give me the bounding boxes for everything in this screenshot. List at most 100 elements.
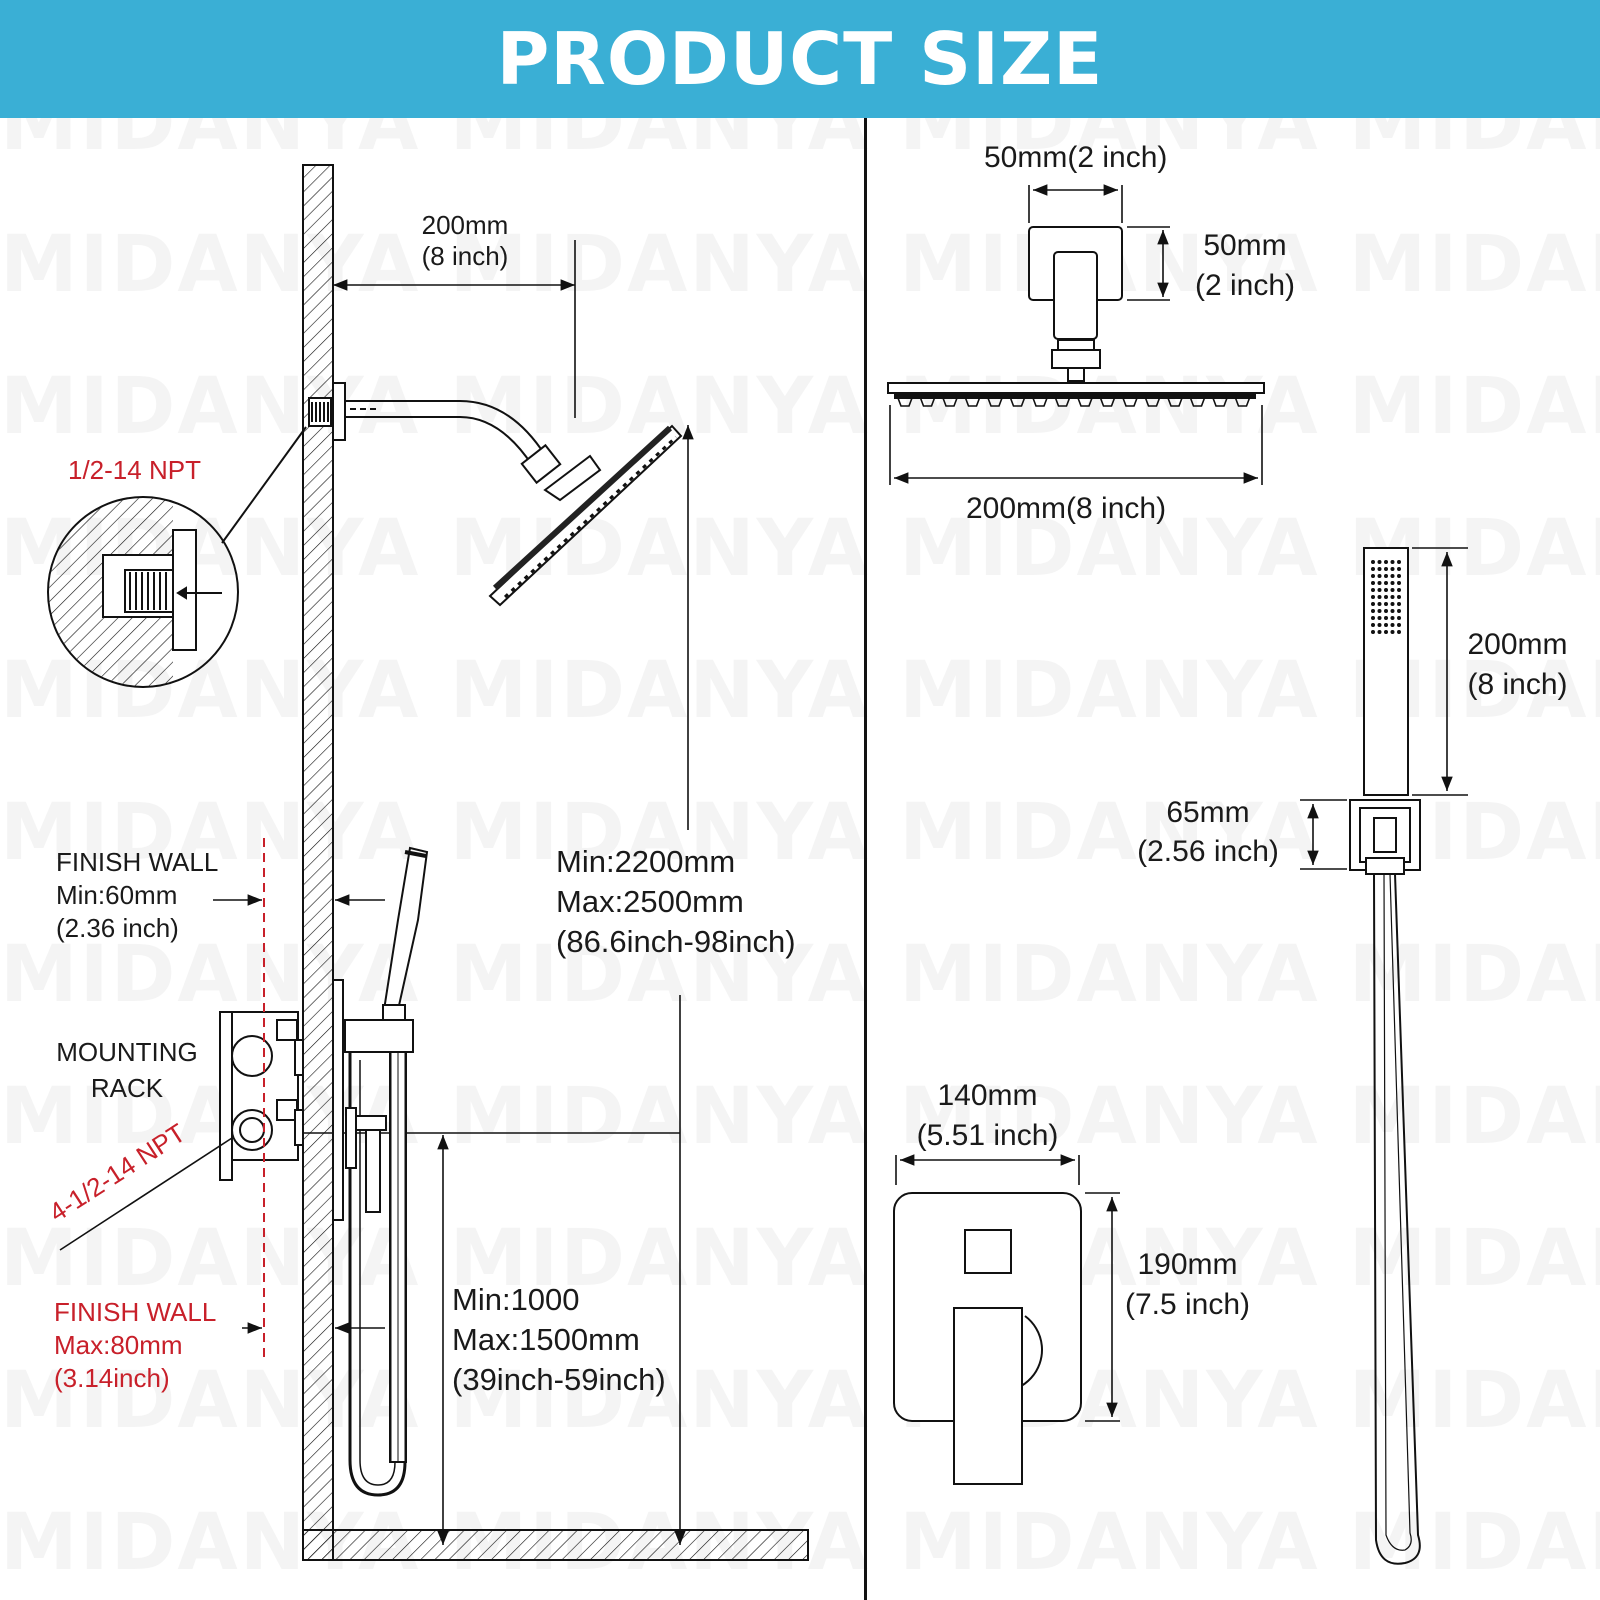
nozzle: [897, 397, 913, 407]
npt-top-label: 1/2-14 NPT: [68, 455, 201, 485]
spray-dot: [1384, 574, 1388, 578]
finish-wall-min-label: FINISH WALL Min:60mm (2.36 inch): [56, 846, 218, 945]
spray-dot: [1384, 602, 1388, 606]
spray-dot: [1397, 588, 1401, 592]
valve-body-icon: [219, 1011, 304, 1181]
nozzle: [1054, 397, 1071, 407]
trim-height-inch: (7.5 inch): [1124, 1288, 1251, 1321]
spray-dot: [1371, 560, 1375, 564]
spray-dot: [1377, 595, 1382, 599]
arm-length-mm: 200mm: [421, 210, 509, 240]
nozzle: [964, 397, 981, 407]
spray-dot: [1384, 630, 1388, 634]
spray-dots: [1371, 560, 1401, 634]
spray-dot: [1384, 623, 1388, 627]
spray-dot: [1397, 581, 1401, 585]
spray-dot: [1377, 630, 1382, 634]
spray-dot: [1390, 602, 1395, 606]
spray-dot: [1384, 616, 1388, 620]
spray-dot: [1384, 581, 1388, 585]
spray-dot: [1390, 560, 1395, 564]
handheld-length-inch: (8 inch): [1467, 668, 1568, 701]
nozzle-row: [897, 397, 1251, 407]
spray-dot: [1371, 581, 1375, 585]
finish-wall-max-label: FINISH WALL Max:80mm (3.14inch): [54, 1296, 216, 1395]
finish-wall-min-inch: (2.36 inch): [56, 913, 179, 943]
spray-dot: [1371, 574, 1375, 578]
spray-dot: [1390, 623, 1395, 627]
spray-dot: [1371, 630, 1375, 634]
trim-height-label: 190mm (7.5 inch): [1115, 1245, 1260, 1325]
spray-dot: [1397, 567, 1401, 571]
flange-height-label: 50mm (2 inch): [1180, 226, 1310, 306]
spray-dot: [1390, 609, 1395, 613]
arm-length-label: 200mm (8 inch): [380, 210, 550, 272]
nozzle: [942, 397, 958, 407]
valve-height-label: Min:1000 Max:1500mm (39inch-59inch): [452, 1280, 666, 1400]
hose-icon: [1373, 873, 1421, 1565]
page-title: PRODUCT SIZE: [496, 17, 1104, 101]
valve-trim-icon: [893, 1192, 1082, 1485]
spray-dot: [1390, 595, 1395, 599]
flange-height-mm: 50mm: [1203, 229, 1287, 262]
spray-dot: [1377, 609, 1382, 613]
flange-width-label: 50mm(2 inch): [984, 141, 1168, 174]
nozzle: [1167, 397, 1183, 407]
finish-wall-min-mm: Min:60mm: [56, 880, 178, 910]
spray-dot: [1371, 623, 1375, 627]
shower-head-icon: [308, 382, 683, 607]
nozzle: [1144, 397, 1161, 407]
spray-dot: [1377, 616, 1382, 620]
nozzle: [919, 397, 936, 407]
spray-dot: [1384, 560, 1388, 564]
handheld-length-label: 200mm (8 inch): [1455, 625, 1580, 705]
mounting-rack-line1: MOUNTING: [56, 1037, 198, 1067]
valve-height-inch: (39inch-59inch): [452, 1362, 666, 1397]
nozzle: [1189, 397, 1206, 407]
nozzle: [987, 397, 1003, 407]
right-dimensions-trim: [895, 1154, 1120, 1422]
shower-height-inch: (86.6inch-98inch): [556, 924, 796, 959]
spray-dot: [1390, 567, 1395, 571]
handheld-shower-icon: [332, 846, 429, 1497]
spray-dot: [1390, 588, 1395, 592]
finish-wall-min-title: FINISH WALL: [56, 847, 219, 877]
spray-dot: [1397, 595, 1401, 599]
trim-width-label: 140mm (5.51 inch): [905, 1076, 1070, 1156]
spray-dot: [1371, 588, 1375, 592]
trim-width-mm: 140mm: [937, 1079, 1038, 1112]
nozzle: [1032, 397, 1048, 407]
spray-dot: [1384, 595, 1388, 599]
spray-dot: [1397, 630, 1401, 634]
valve-height-max: Max:1500mm: [452, 1322, 640, 1357]
finish-wall-markers: [59, 838, 385, 1362]
head-width-label: 200mm(8 inch): [966, 492, 1167, 525]
spray-dot: [1397, 623, 1401, 627]
spray-dot: [1371, 616, 1375, 620]
spray-dot: [1384, 588, 1388, 592]
spray-dot: [1377, 623, 1382, 627]
spray-dot: [1377, 581, 1382, 585]
trim-height-mm: 190mm: [1137, 1248, 1238, 1281]
spray-dot: [1371, 609, 1375, 613]
spray-dot: [1377, 602, 1382, 606]
holder-height-label: 65mm (2.56 inch): [1128, 793, 1288, 871]
shower-height-label: Min:2200mm Max:2500mm (86.6inch-98inch): [556, 842, 796, 962]
arm-length-inch: (8 inch): [421, 241, 509, 272]
spray-dot: [1390, 574, 1395, 578]
flange-height-inch: (2 inch): [1194, 269, 1296, 302]
holder-height-inch: (2.56 inch): [1137, 835, 1279, 868]
spray-dot: [1397, 560, 1401, 564]
finish-wall-max-title: FINISH WALL: [54, 1297, 217, 1327]
holder-height-mm: 65mm: [1166, 796, 1250, 829]
right-dimensions-handheld: [1300, 547, 1468, 870]
nozzle: [1009, 397, 1026, 407]
spray-dot: [1397, 602, 1401, 606]
title-banner: PRODUCT SIZE: [0, 0, 1600, 118]
nozzle: [1122, 397, 1138, 407]
nozzle: [1077, 397, 1093, 407]
spray-dot: [1371, 567, 1375, 571]
finish-wall-max-mm: Max:80mm: [54, 1330, 183, 1360]
spray-dot: [1397, 616, 1401, 620]
panel-divider: [864, 118, 867, 1600]
